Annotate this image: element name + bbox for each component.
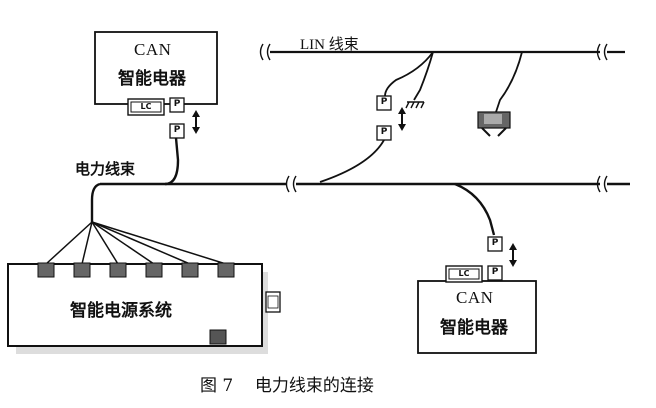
top-can-label: CAN — [134, 40, 172, 59]
bottom-p-label: P — [491, 267, 499, 277]
top-p-label: P — [173, 99, 181, 109]
lin-bus-line — [259, 43, 625, 61]
lin-arrow-icon — [398, 107, 406, 131]
top-p2-label: P — [173, 125, 181, 135]
lin-drops — [384, 51, 523, 113]
top-arrow-icon — [192, 110, 200, 134]
lin-to-power-drop — [319, 139, 385, 183]
power-harness-label: 电力线束 — [75, 160, 136, 178]
lin-connectors — [376, 95, 392, 141]
power-system-label: 智能电源系统 — [70, 301, 172, 321]
top-lc-label: LC — [140, 102, 152, 111]
bottom-lc-label: LC — [458, 269, 470, 278]
lin-bus-label: LIN 线束 — [300, 37, 359, 53]
lin-p-label-2: P — [380, 127, 388, 137]
bottom-can-label: CAN — [456, 288, 494, 307]
bottom-arrow-icon — [509, 243, 517, 267]
bottom-can-device-label: 智能电器 — [440, 318, 508, 338]
bottom-p2-label: P — [491, 238, 499, 248]
power-system-box — [7, 262, 281, 354]
top-can-device-label: 智能电器 — [118, 69, 186, 89]
ground-icon — [405, 101, 425, 109]
figure-caption: 图 7 电力线束的连接 — [200, 376, 374, 396]
bottom-can-ecu — [417, 236, 537, 354]
lin-p-label-1: P — [380, 97, 388, 107]
lin-actuator-icon — [477, 111, 511, 137]
power-harness-line — [90, 137, 630, 236]
top-can-ecu — [94, 31, 218, 139]
fanout-wires — [45, 221, 227, 265]
